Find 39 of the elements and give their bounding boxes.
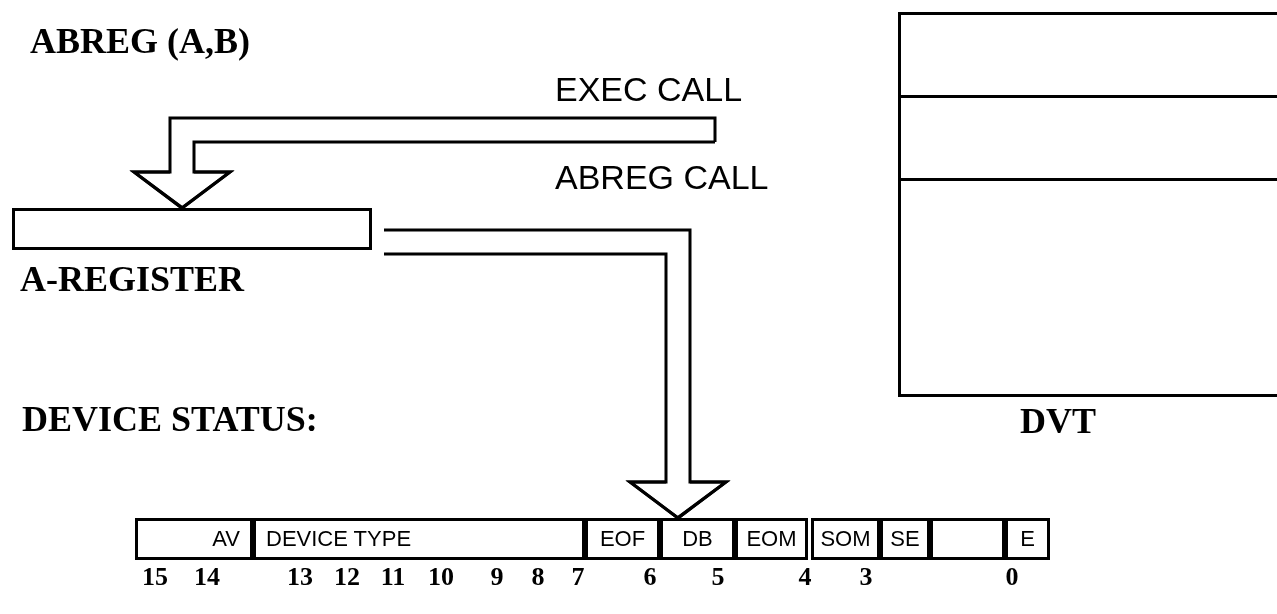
bit-number: 9 — [490, 562, 504, 592]
field-name: EOF — [599, 526, 646, 552]
register-heading: A-REGISTER — [20, 258, 245, 300]
bit-field-cell — [735, 518, 808, 560]
bit-number: 4 — [798, 562, 812, 592]
bit-number: 7 — [571, 562, 585, 592]
bit-field-cell — [660, 518, 735, 560]
bit-field-cell — [135, 518, 253, 560]
bit-number: 6 — [643, 562, 657, 592]
field-name: E — [1020, 526, 1035, 552]
field-name: DB — [682, 526, 713, 552]
heading: DEVICE STATUS: — [22, 398, 318, 440]
bit-field-cell — [1005, 518, 1050, 560]
bit-number: 10 — [428, 562, 454, 592]
register-box — [12, 208, 372, 250]
field-name: SOM — [820, 526, 871, 552]
register-heading: DVT — [1020, 400, 1096, 442]
bit-field-cell — [811, 518, 880, 560]
table-box — [898, 12, 1277, 397]
bit-number: 0 — [1005, 562, 1019, 592]
bit-number: 12 — [334, 562, 360, 592]
bit-number: 11 — [380, 562, 406, 592]
table-row — [898, 12, 1277, 98]
heading: ABREG (A,B) — [30, 20, 250, 62]
bit-number: 8 — [531, 562, 545, 592]
bit-field-cell — [253, 518, 585, 560]
field-name: SE — [890, 526, 920, 552]
bit-number: 5 — [711, 562, 725, 592]
bit-number: 13 — [287, 562, 313, 592]
field-name: DEVICE TYPE — [266, 526, 412, 552]
field-name: AV — [212, 526, 240, 552]
bit-number: 15 — [142, 562, 168, 592]
bit-field-cell — [930, 518, 1005, 560]
table-row — [898, 178, 1277, 397]
bit-field-cell — [880, 518, 930, 560]
bit-field-cell — [585, 518, 660, 560]
field-name: EOM — [746, 526, 797, 552]
bit-number: 3 — [859, 562, 873, 592]
bit-number: 14 — [194, 562, 220, 592]
